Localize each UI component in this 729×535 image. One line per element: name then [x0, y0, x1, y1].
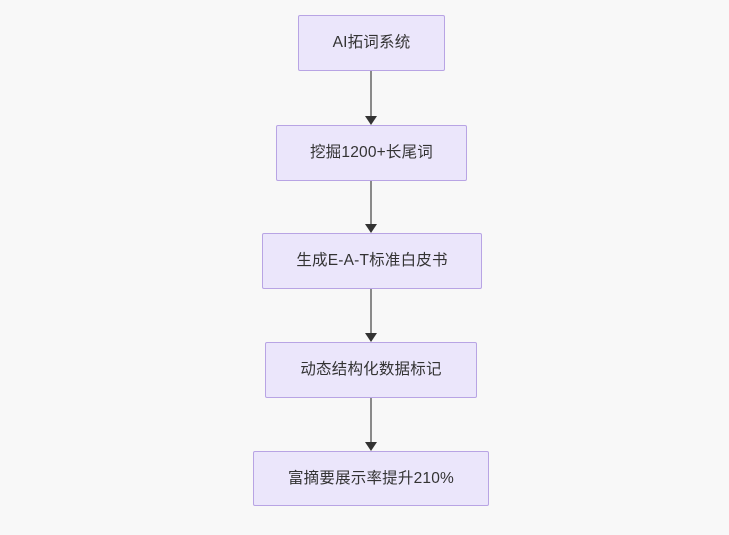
edge-n4-n5	[364, 398, 378, 451]
edge-line	[370, 289, 372, 333]
edge-n3-n4	[364, 289, 378, 342]
edge-n1-n2	[364, 71, 378, 125]
arrowhead-icon	[365, 224, 377, 233]
node-label: 挖掘1200+长尾词	[309, 144, 434, 162]
flowchart-node-mine-longtail-keywords[interactable]: 挖掘1200+长尾词	[276, 125, 467, 181]
edge-line	[370, 181, 372, 224]
node-label: 生成E-A-T标准白皮书	[296, 252, 448, 270]
flowchart-node-rich-snippet-rate-increase[interactable]: 富摘要展示率提升210%	[253, 451, 489, 506]
arrowhead-icon	[365, 116, 377, 125]
node-label: 动态结构化数据标记	[300, 361, 442, 379]
arrowhead-icon	[365, 333, 377, 342]
node-label: 富摘要展示率提升210%	[287, 469, 455, 487]
flowchart-node-dynamic-structured-data-markup[interactable]: 动态结构化数据标记	[265, 342, 477, 398]
edge-n2-n3	[364, 181, 378, 233]
edge-line	[370, 71, 372, 116]
edge-line	[370, 398, 372, 442]
node-label: AI拓词系统	[332, 34, 411, 52]
arrowhead-icon	[365, 442, 377, 451]
flowchart-node-ai-keyword-system[interactable]: AI拓词系统	[298, 15, 445, 71]
flowchart-node-generate-eat-whitepaper[interactable]: 生成E-A-T标准白皮书	[262, 233, 482, 289]
